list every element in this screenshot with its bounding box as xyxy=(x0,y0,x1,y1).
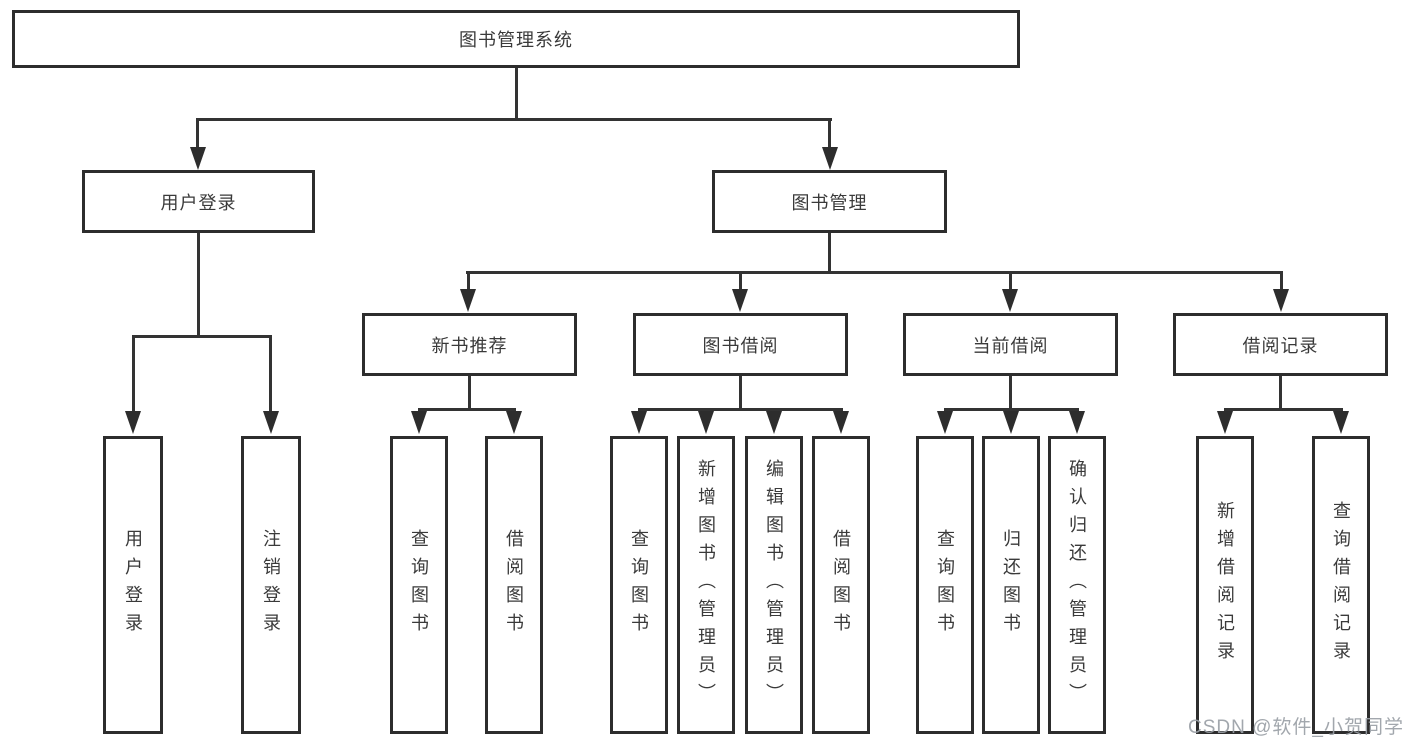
connector-line xyxy=(1224,408,1343,411)
node-new-book-recommend: 新书推荐 xyxy=(362,313,577,376)
arrowhead-down-icon xyxy=(506,411,522,434)
leaf-confirm-return-admin: 确认归还（管理员） xyxy=(1048,436,1106,734)
arrowhead-down-icon xyxy=(833,411,849,434)
arrowhead-down-icon xyxy=(263,411,279,434)
arrowhead-down-icon xyxy=(937,411,953,434)
node-book-borrow: 图书借阅 xyxy=(633,313,848,376)
node-label: 图书借阅 xyxy=(702,335,779,356)
connector-line xyxy=(196,118,832,121)
node-label: 图书管理系统 xyxy=(459,30,573,50)
connector-line xyxy=(418,408,516,411)
arrowhead-down-icon xyxy=(631,411,647,434)
leaf-label: 确认归还（管理员） xyxy=(1067,459,1087,711)
leaf-return-book: 归还图书 xyxy=(982,436,1040,734)
node-label: 借阅记录 xyxy=(1242,335,1319,356)
leaf-label: 查询图书 xyxy=(935,529,955,641)
node-borrow-records: 借阅记录 xyxy=(1173,313,1388,376)
connector-line xyxy=(1279,376,1282,410)
leaf-query-book-borrow: 查询图书 xyxy=(610,436,668,734)
arrowhead-down-icon xyxy=(190,147,206,170)
arrowhead-down-icon xyxy=(732,289,748,312)
csdn-watermark: CSDN @软件_小贺同学 xyxy=(1188,717,1404,738)
node-library-management-system: 图书管理系统 xyxy=(12,10,1020,68)
connector-line xyxy=(1280,271,1283,291)
connector-line xyxy=(197,233,200,338)
connector-line xyxy=(466,271,1283,274)
arrowhead-down-icon xyxy=(1217,411,1233,434)
arrowhead-down-icon xyxy=(766,411,782,434)
arrowhead-down-icon xyxy=(698,411,714,434)
connector-line xyxy=(467,271,470,291)
leaf-borrow-book: 借阅图书 xyxy=(812,436,870,734)
node-book-management: 图书管理 xyxy=(712,170,947,233)
leaf-label: 用户登录 xyxy=(123,529,143,641)
arrowhead-down-icon xyxy=(460,289,476,312)
leaf-query-book-current: 查询图书 xyxy=(916,436,974,734)
leaf-add-book-admin: 新增图书（管理员） xyxy=(677,436,735,734)
node-label: 当前借阅 xyxy=(972,335,1049,356)
leaf-label: 归还图书 xyxy=(1001,529,1021,641)
node-current-borrow: 当前借阅 xyxy=(903,313,1118,376)
connector-line xyxy=(1009,376,1012,410)
leaf-user-login: 用户登录 xyxy=(103,436,163,734)
connector-line xyxy=(1009,271,1012,291)
arrowhead-down-icon xyxy=(1002,289,1018,312)
connector-line xyxy=(468,376,471,410)
connector-line xyxy=(739,376,742,410)
connector-line xyxy=(828,118,831,150)
leaf-label: 借阅图书 xyxy=(831,529,851,641)
connector-line xyxy=(944,408,1079,411)
arrowhead-down-icon xyxy=(822,147,838,170)
arrowhead-down-icon xyxy=(1069,411,1085,434)
leaf-edit-book-admin: 编辑图书（管理员） xyxy=(745,436,803,734)
node-user-login: 用户登录 xyxy=(82,170,315,233)
connector-line xyxy=(739,271,742,291)
connector-line xyxy=(638,408,843,411)
connector-line xyxy=(196,118,199,150)
connector-line xyxy=(269,335,272,412)
leaf-logout: 注销登录 xyxy=(241,436,301,734)
leaf-label: 注销登录 xyxy=(261,529,281,641)
leaf-query-borrow-record: 查询借阅记录 xyxy=(1312,436,1370,734)
arrowhead-down-icon xyxy=(1333,411,1349,434)
leaf-label: 查询借阅记录 xyxy=(1331,501,1351,669)
leaf-label: 查询图书 xyxy=(409,529,429,641)
connector-line xyxy=(132,335,272,338)
arrowhead-down-icon xyxy=(1003,411,1019,434)
arrowhead-down-icon xyxy=(1273,289,1289,312)
leaf-label: 新增图书（管理员） xyxy=(696,459,716,711)
node-label: 用户登录 xyxy=(160,192,237,213)
node-label: 新书推荐 xyxy=(431,335,508,356)
leaf-label: 新增借阅记录 xyxy=(1215,501,1235,669)
leaf-label: 借阅图书 xyxy=(504,529,524,641)
arrowhead-down-icon xyxy=(125,411,141,434)
connector-line xyxy=(828,233,831,274)
arrowhead-down-icon xyxy=(411,411,427,434)
connector-line xyxy=(515,68,518,120)
leaf-borrow-book-recommend: 借阅图书 xyxy=(485,436,543,734)
leaf-query-book-recommend: 查询图书 xyxy=(390,436,448,734)
leaf-label: 查询图书 xyxy=(629,529,649,641)
connector-line xyxy=(132,335,135,412)
leaf-add-borrow-record: 新增借阅记录 xyxy=(1196,436,1254,734)
node-label: 图书管理 xyxy=(791,192,868,213)
leaf-label: 编辑图书（管理员） xyxy=(764,459,784,711)
